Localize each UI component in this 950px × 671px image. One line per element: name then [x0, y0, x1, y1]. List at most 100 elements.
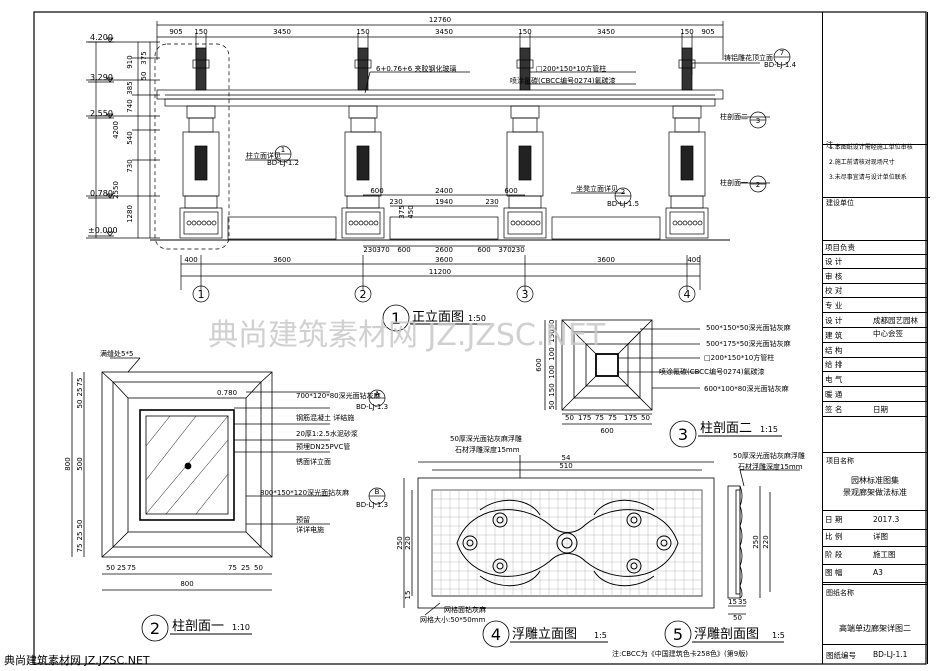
- axis-circle: [354, 285, 372, 303]
- dim-text: 3600: [435, 256, 453, 264]
- signature-row: 校 对: [823, 284, 927, 299]
- note-paint: 喷涂氟碳(CBCC编号0274)氟碳漆: [510, 76, 616, 85]
- row-key: 签 名: [825, 404, 843, 414]
- view-title-3: 3 柱剖面二 1:15: [669, 420, 782, 448]
- project-name-2: 景观廊架做法标准: [843, 488, 907, 497]
- dim-text: 75: [76, 544, 84, 553]
- dim-text: 100: [548, 365, 556, 378]
- signature-row: 专 业: [823, 299, 927, 314]
- dim-text: 150: [518, 28, 531, 36]
- view-number: 2: [150, 619, 160, 638]
- dim-text: 150: [680, 28, 693, 36]
- column-section-two: [544, 319, 700, 425]
- note-line: 预埋DN25PVC管: [296, 442, 350, 451]
- dim-text: 905: [701, 28, 714, 36]
- dim-text: 3450: [273, 28, 291, 36]
- note-line: 钢筋混凝土 详结施: [296, 413, 354, 422]
- callout-number: 1: [281, 146, 285, 154]
- row-key: 建 筑: [825, 330, 843, 340]
- view-number: 1: [391, 309, 401, 328]
- note-line: 石材浮雕深度15mm: [455, 445, 520, 454]
- dim-text: 75: [228, 564, 237, 572]
- dim-text: 15: [404, 591, 412, 600]
- elevation-marks: 4.200 3.290 2.550 0.780 ±0.000: [88, 33, 118, 237]
- info-value: 详图: [873, 532, 888, 541]
- pergola-column: [179, 47, 223, 239]
- view-title-4: 4 浮雕立面图 1:5: [482, 620, 608, 648]
- row-key: 审 核: [825, 271, 843, 281]
- view-name: 浮雕立面图: [512, 627, 577, 642]
- dim-text: 250: [752, 535, 760, 548]
- notes-area: 注 1.本图纸设计需经施工单位审核 2.施工前请核对现场尺寸 3.未尽事宜请与设…: [823, 12, 927, 181]
- info-key: 图 幅: [825, 568, 843, 577]
- dim-text: 450: [407, 205, 415, 218]
- drawing-number-row: 图纸编号 BD-LJ-1.1: [823, 644, 927, 665]
- axis-circle: [678, 285, 696, 303]
- dim-text: 150: [548, 383, 556, 396]
- row-key: 设 计: [825, 256, 843, 266]
- dim-text: 75: [127, 564, 136, 572]
- view-name: 柱剖面二: [700, 421, 752, 436]
- dim-text: 50: [641, 414, 650, 422]
- relief-texts: 54 510 50厚深光面钻灰麻浮雕 石材浮雕深度15mm 250 220 15…: [396, 434, 748, 658]
- note-3: 3.未尽事宜请与设计单位联系: [829, 174, 907, 181]
- callout-texts: 7 BD-LJ-1.4 1 BD-LJ-1.2 2 BD-LJ-1.5 3 2 …: [267, 49, 797, 509]
- view-scale: 1:10: [232, 623, 250, 632]
- section-one-texts: 满缝处5*5 0.780 700*120*80深光面钻灰麻 钢筋混凝土 详结施 …: [64, 349, 381, 588]
- row-key: 暖 通: [825, 390, 843, 399]
- dim-text: 25: [241, 564, 250, 572]
- dim-text: 25: [76, 532, 84, 541]
- dim-text: 230: [485, 198, 498, 206]
- dim-text: 730: [126, 159, 134, 172]
- note-beam: □200*150*10方管柱: [536, 64, 606, 73]
- cap-note: 满缝处5*5: [100, 349, 133, 358]
- signature-row: 暖 通: [823, 388, 927, 402]
- note-line: 800*150*120深光面钻灰麻: [260, 488, 349, 497]
- axis-label: 1: [198, 288, 205, 301]
- note-line: 20厚1:2.5水泥砂浆: [296, 429, 358, 438]
- drawing-no-label: 图纸编号: [826, 651, 856, 660]
- dim-text: 175: [578, 414, 591, 422]
- dim-total: 12760: [429, 16, 451, 24]
- row-value: 日期: [873, 404, 888, 414]
- dim-text: 3600: [273, 256, 291, 264]
- dim-text: 50: [548, 401, 556, 410]
- dim-text: 400: [184, 256, 197, 264]
- axis-circle: [516, 285, 534, 303]
- dim-text: 50: [254, 564, 263, 572]
- dim-text: 35: [738, 598, 747, 606]
- dim-text: 50: [548, 320, 556, 329]
- dim-text: 75: [608, 414, 617, 422]
- dim-text: 25: [76, 388, 84, 397]
- signature-row: 建 筑: [823, 329, 927, 343]
- view-name: 正立面图: [412, 310, 464, 325]
- callout-ref: BD-LJ-1.5: [607, 200, 639, 208]
- dim-text: 2600: [435, 246, 453, 254]
- dim-text: 3450: [435, 28, 453, 36]
- dim-total: 4200: [112, 121, 120, 139]
- axis-label: 3: [522, 288, 529, 301]
- callout-ref: BD-LJ-1.2: [267, 159, 299, 167]
- dim-text: 50: [76, 520, 84, 529]
- note-line: 50厚深光面钻灰麻浮雕: [733, 451, 805, 460]
- note-1: 1.本图纸设计需经施工单位审核: [829, 144, 913, 151]
- pergola-column: [503, 47, 547, 239]
- view-title-5: 5 浮雕剖面图 1:5: [664, 620, 785, 648]
- dim-text: 370: [376, 246, 389, 254]
- dim-text: 50: [565, 414, 574, 422]
- note-seat-detail: 坐凳立面详见: [576, 184, 618, 193]
- callout-ref: BD-LJ-1.3: [356, 501, 388, 509]
- callout-number: 2: [621, 188, 625, 196]
- axis-markers: 1 2 3 4: [192, 285, 696, 303]
- column-section-one: [71, 357, 330, 591]
- project-area: 项目名称 园林标准图集 景观廊架做法标准: [823, 452, 927, 497]
- note-line: 石材浮雕深度15mm: [738, 462, 803, 471]
- dim-text: 25: [117, 564, 126, 572]
- note-line: □200*150*10方管柱: [704, 353, 774, 362]
- row-key: 专 业: [825, 301, 843, 311]
- relief-section-texts: 50厚深光面钻灰麻浮雕 石材浮雕深度15mm 250 220 15 35 50: [728, 451, 805, 622]
- note-2: 2.施工前请核对现场尺寸: [829, 159, 895, 166]
- dim-text: 220: [404, 536, 412, 549]
